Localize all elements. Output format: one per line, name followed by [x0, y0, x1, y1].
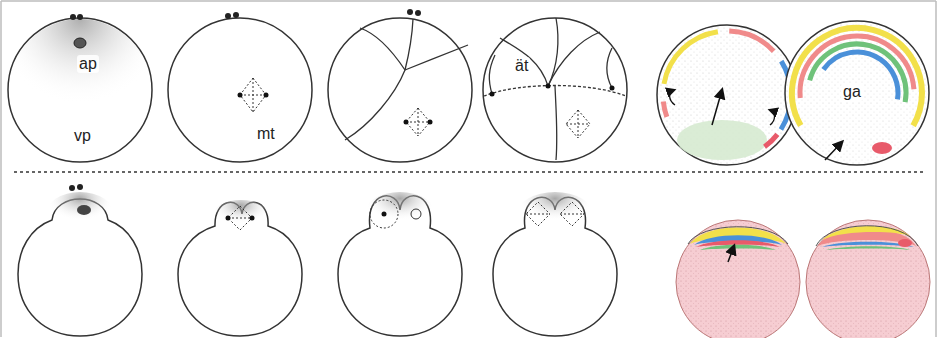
part-label: ät [513, 57, 530, 75]
part-label: vp [72, 127, 93, 145]
part-label: mt [255, 125, 277, 143]
part-label: ga [841, 83, 863, 101]
part-label: ap [77, 55, 99, 73]
